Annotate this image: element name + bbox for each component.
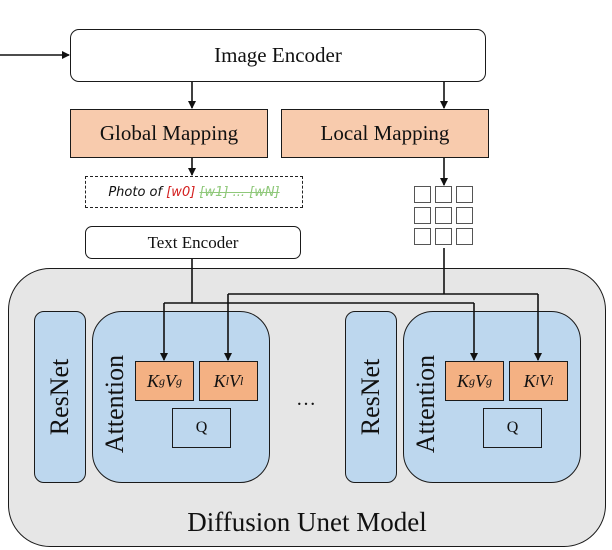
sup-g: g xyxy=(176,373,182,388)
k-symbol: K xyxy=(456,370,469,391)
prompt-token-w0: [w0] xyxy=(166,184,196,200)
v-symbol: V xyxy=(475,370,486,391)
query-box-2: Q xyxy=(483,408,542,448)
sup-l: l xyxy=(225,373,229,388)
resnet-block-2: ResNet xyxy=(345,311,397,483)
sup-l: l xyxy=(550,373,554,388)
v-symbol: V xyxy=(539,370,550,391)
image-encoder-label: Image Encoder xyxy=(214,43,342,67)
query-box-1: Q xyxy=(172,408,231,448)
v-symbol: V xyxy=(165,370,176,391)
grid-cell xyxy=(456,207,473,224)
local-mapping-box: Local Mapping xyxy=(281,109,489,158)
prompt-text: Photo of [w0] [w1] ... [wN] xyxy=(108,185,279,200)
local-mapping-label: Local Mapping xyxy=(320,121,450,145)
prompt-box: Photo of [w0] [w1] ... [wN] xyxy=(85,176,303,208)
grid-cell xyxy=(435,186,452,203)
image-encoder-box: Image Encoder xyxy=(70,29,486,82)
grid-cell xyxy=(414,186,431,203)
k-symbol: K xyxy=(523,370,536,391)
grid-cell xyxy=(456,228,473,245)
grid-cell xyxy=(414,228,431,245)
grid-cell xyxy=(414,207,431,224)
resnet-block-1: ResNet xyxy=(34,311,86,483)
grid-cell xyxy=(435,228,452,245)
k-symbol: K xyxy=(213,370,226,391)
unet-label: Diffusion Unet Model xyxy=(187,507,427,537)
sup-l: l xyxy=(240,373,244,388)
global-mapping-label: Global Mapping xyxy=(99,121,239,145)
global-mapping-box: Global Mapping xyxy=(70,109,268,158)
local-token-grid xyxy=(414,186,476,248)
k-symbol: K xyxy=(146,370,159,391)
sup-g: g xyxy=(486,373,492,388)
grid-cell xyxy=(456,186,473,203)
v-symbol: V xyxy=(229,370,240,391)
ellipsis: … xyxy=(296,388,316,410)
sup-g: g xyxy=(469,373,475,388)
grid-cell xyxy=(435,207,452,224)
sup-g: g xyxy=(159,373,165,388)
sup-l: l xyxy=(535,373,539,388)
prompt-prefix: Photo of xyxy=(108,184,167,200)
query-label-2: Q xyxy=(506,419,519,436)
text-encoder-box: Text Encoder xyxy=(85,226,301,259)
prompt-tokens-rest: [w1] ... [wN] xyxy=(199,184,280,200)
query-label-1: Q xyxy=(195,419,208,436)
text-encoder-label: Text Encoder xyxy=(147,232,239,252)
